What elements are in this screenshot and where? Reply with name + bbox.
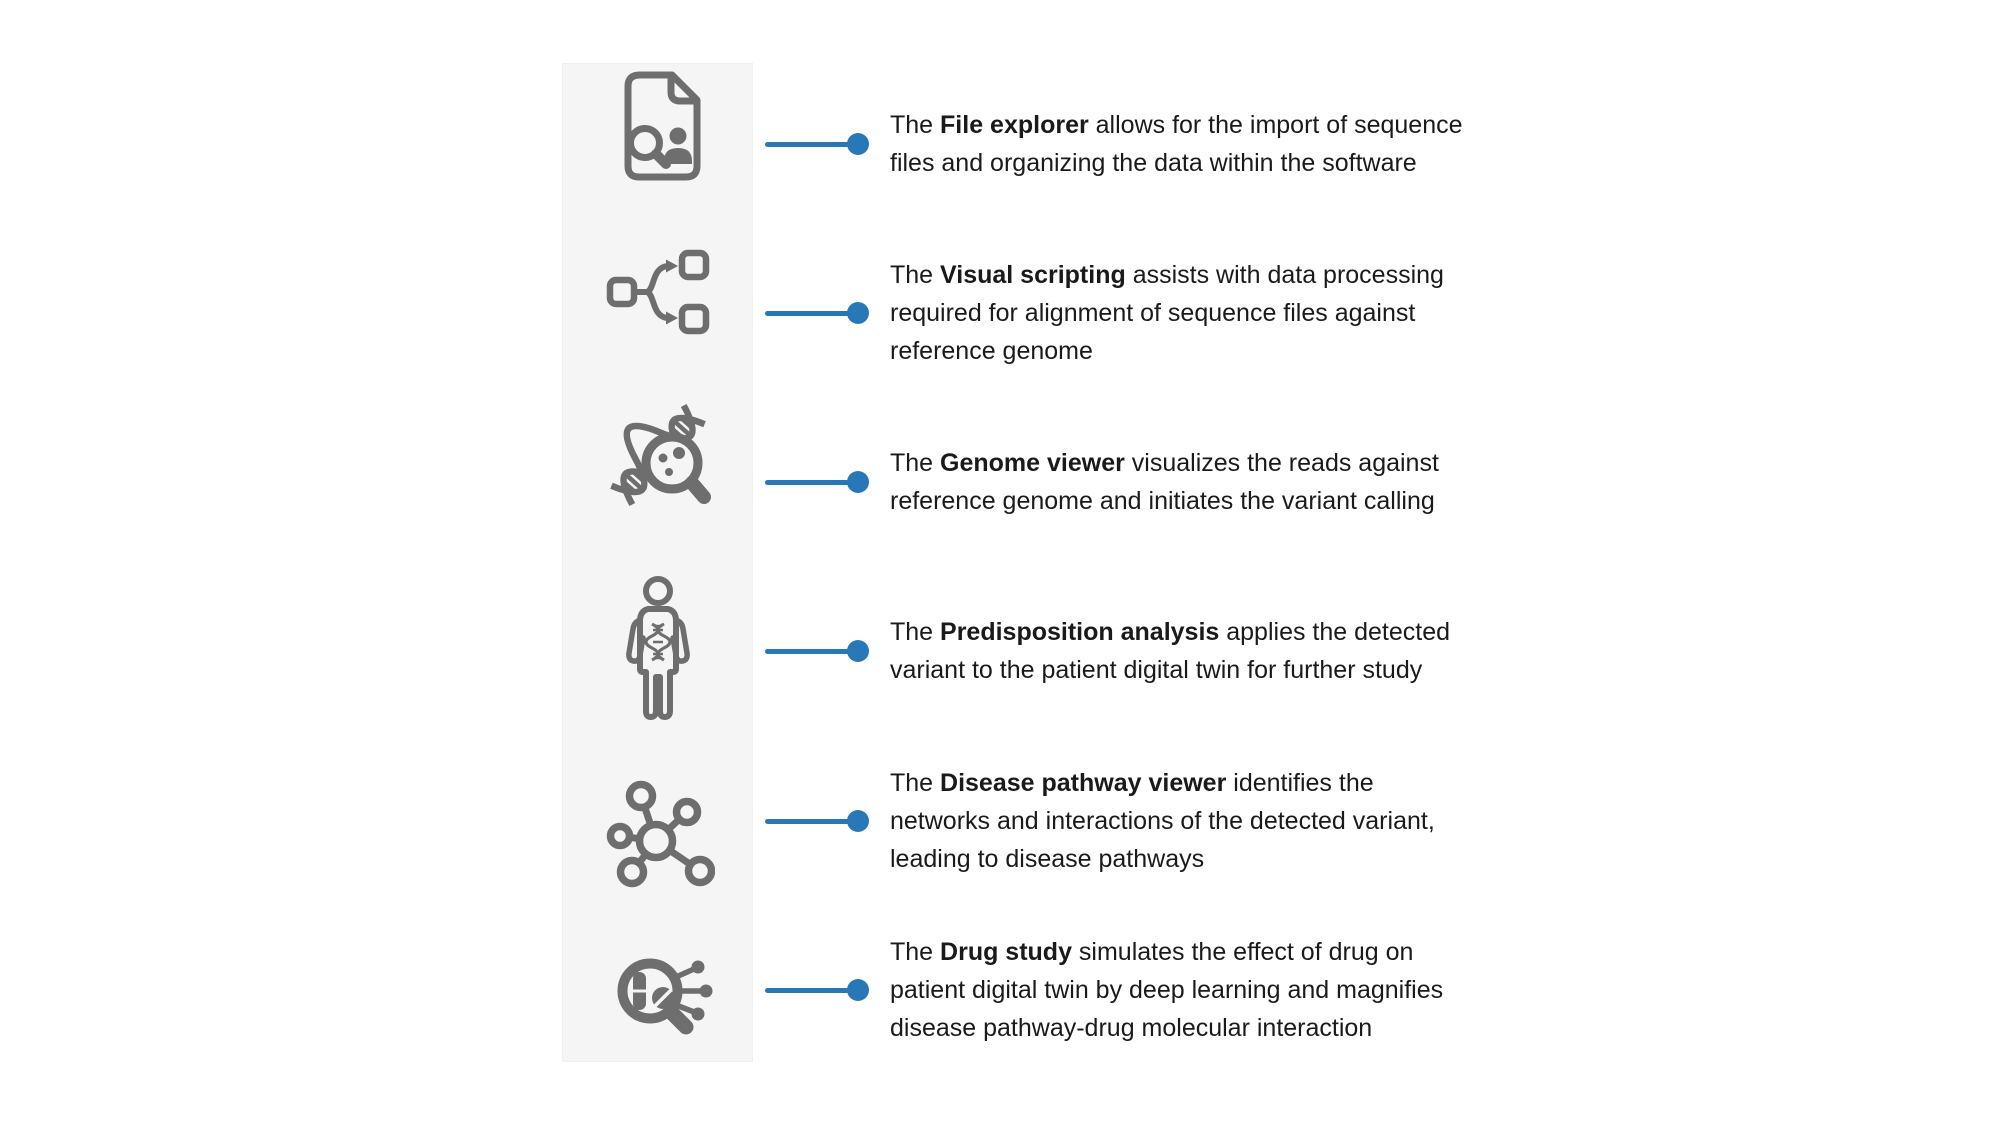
connector-dot (847, 471, 869, 493)
feature-description-visual-scripting: The Visual scripting assists with data p… (890, 256, 1490, 370)
desc-line1: The Predisposition analysis applies the … (890, 613, 1490, 651)
file-explorer-icon (614, 70, 702, 182)
desc-rest: files and organizing the data within the… (890, 149, 1417, 177)
icon-sidebar (562, 63, 753, 1062)
drug-study-icon (605, 950, 717, 1042)
desc-line1-rest: simulates the effect of drug on (1071, 938, 1414, 966)
desc-prefix: The (890, 618, 941, 646)
predisposition-analysis-icon (616, 576, 700, 724)
desc-line1-rest: applies the detected (1219, 618, 1451, 646)
desc-rest: reference genome and initiates the varia… (890, 487, 1435, 515)
feature-name: Genome viewer (940, 449, 1125, 477)
feature-name: Predisposition analysis (940, 618, 1220, 646)
feature-description-disease-pathway-viewer: The Disease pathway viewer identifies th… (890, 764, 1490, 878)
desc-line1-rest: identifies the (1226, 769, 1374, 797)
connector-dot (847, 640, 869, 662)
feature-description-predisposition-analysis: The Predisposition analysis applies the … (890, 613, 1490, 689)
desc-line1-rest: visualizes the reads against (1124, 449, 1439, 477)
connector-line (765, 310, 853, 316)
feature-description-genome-viewer: The Genome viewer visualizes the reads a… (890, 444, 1490, 520)
desc-prefix: The (890, 769, 941, 797)
desc-line1-rest: assists with data processing (1125, 261, 1444, 289)
desc-prefix: The (890, 449, 941, 477)
visual-scripting-icon (606, 249, 710, 335)
desc-rest: networks and interactions of the detecte… (890, 807, 1435, 873)
feature-name: File explorer (940, 111, 1089, 139)
connector-dot (847, 133, 869, 155)
feature-name: Disease pathway viewer (940, 769, 1227, 797)
connector-line (765, 479, 853, 485)
feature-name: Visual scripting (940, 261, 1126, 289)
connector-line (765, 141, 853, 147)
desc-line1: The Visual scripting assists with data p… (890, 256, 1490, 294)
desc-rest: required for alignment of sequence files… (890, 299, 1416, 365)
desc-prefix: The (890, 261, 941, 289)
desc-rest: patient digital twin by deep learning an… (890, 976, 1444, 1042)
disease-pathway-viewer-icon (603, 779, 715, 895)
connector-dot (847, 979, 869, 1001)
desc-prefix: The (890, 938, 941, 966)
feature-name: Drug study (940, 938, 1072, 966)
desc-line1: The Disease pathway viewer identifies th… (890, 764, 1490, 802)
connector-dot (847, 302, 869, 324)
desc-line1: The File explorer allows for the import … (890, 106, 1490, 144)
desc-line1-rest: allows for the import of sequence (1088, 111, 1463, 139)
desc-line1: The Drug study simulates the effect of d… (890, 933, 1490, 971)
feature-description-drug-study: The Drug study simulates the effect of d… (890, 933, 1490, 1047)
feature-description-file-explorer: The File explorer allows for the import … (890, 106, 1490, 182)
desc-rest: variant to the patient digital twin for … (890, 656, 1423, 684)
desc-prefix: The (890, 111, 941, 139)
desc-line1: The Genome viewer visualizes the reads a… (890, 444, 1490, 482)
connector-line (765, 987, 853, 993)
connector-dot (847, 810, 869, 832)
connector-line (765, 818, 853, 824)
genome-viewer-icon (600, 397, 716, 513)
connector-line (765, 648, 853, 654)
